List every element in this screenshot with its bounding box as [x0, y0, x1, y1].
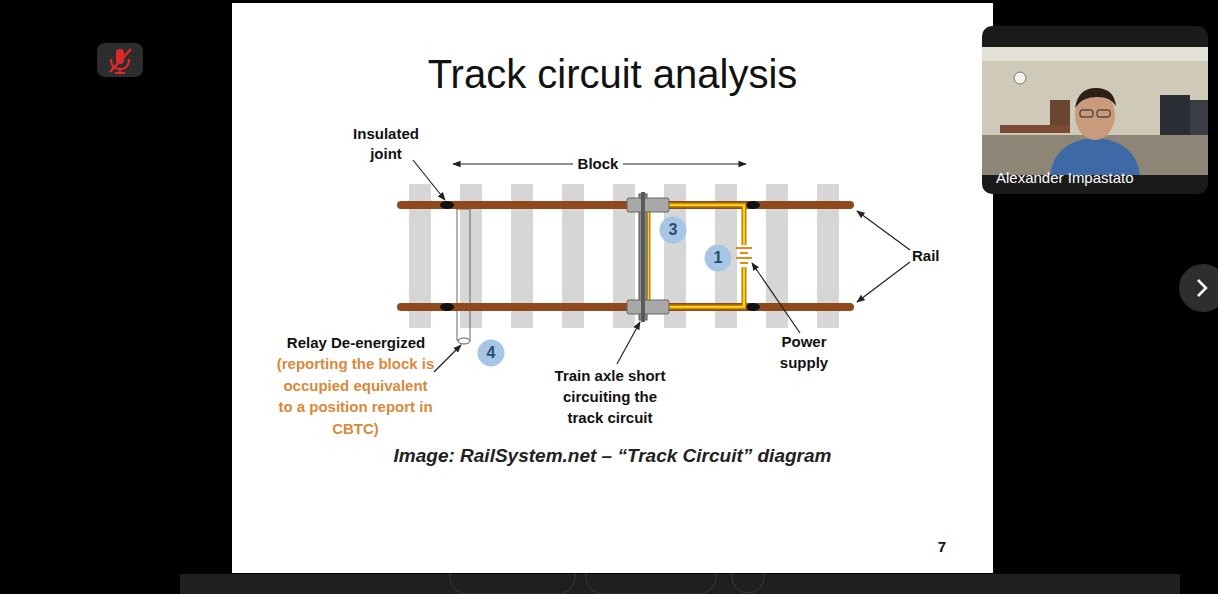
train-axle [641, 192, 645, 322]
callout-circle [478, 340, 505, 367]
callout-note: Train axle short circuiting the track ci… [550, 365, 670, 428]
leader-arrow [752, 263, 800, 333]
callout-number: 1 [704, 244, 732, 272]
leader-arrow [434, 345, 461, 372]
battery-symbol [736, 257, 752, 259]
room-wall [982, 47, 1208, 175]
current-loop [648, 205, 744, 307]
callout-note: Relay De-energized [266, 333, 446, 353]
slide-number: 7 [930, 538, 954, 556]
callout-note: (reporting the block is occupied equival… [275, 353, 436, 439]
train-wheel [627, 300, 669, 314]
video-tile-frame [982, 26, 1208, 194]
next-chevron [1198, 280, 1206, 296]
video-feed [982, 47, 1208, 175]
desk [1000, 125, 1070, 133]
insulated-joint [440, 201, 454, 209]
wall-clock [1014, 72, 1026, 84]
participant-name: Alexander Impastato [996, 169, 1134, 187]
callout-number: 4 [477, 339, 505, 367]
video-tile: Alexander Impastato [982, 26, 1208, 194]
part-label: Power supply [764, 331, 844, 373]
rail [397, 201, 854, 209]
callout-number-text: 1 [714, 249, 723, 267]
battery-symbol [740, 262, 748, 264]
dimension-label: Block [573, 155, 623, 173]
battery-gap [737, 245, 751, 267]
mute-badge [97, 43, 143, 77]
slide-background [232, 3, 993, 573]
monitor [1160, 95, 1190, 135]
callout-circle [660, 217, 687, 244]
next-button [1179, 264, 1218, 312]
callout-number-text: 3 [669, 221, 678, 239]
relay-wire [457, 209, 470, 340]
train-wheel [627, 198, 669, 212]
insulated-joint [746, 303, 760, 311]
person-glasses [1080, 110, 1093, 117]
battery-symbol [740, 252, 748, 254]
leader-arrow [857, 211, 910, 250]
callout-number-text: 4 [487, 344, 496, 362]
callout-circle [705, 245, 732, 272]
insulated-joint [440, 303, 454, 311]
leader-arrow [413, 160, 445, 200]
image-caption: Image: RailSystem.net – “Track Circuit” … [232, 444, 993, 468]
part-label: Insulated joint [336, 124, 436, 164]
part-label: Rail [912, 247, 952, 265]
room-ceiling [982, 47, 1208, 61]
slide-title: Track circuit analysis [232, 50, 993, 98]
toolbar-strip [180, 574, 1180, 594]
battery-symbol [736, 247, 752, 249]
monitor [1190, 100, 1208, 135]
leader-arrow [617, 322, 640, 364]
leader-arrow [857, 262, 910, 302]
dimension-arrow [453, 163, 573, 164]
dimension-arrow [623, 163, 746, 164]
person-glasses [1097, 110, 1110, 117]
rail [397, 303, 854, 311]
current-loop [648, 205, 744, 307]
mute-slash [110, 49, 131, 72]
callout-number: 3 [659, 216, 687, 244]
person-hair [1075, 88, 1116, 108]
relay-symbol [458, 338, 470, 344]
insulated-joint [746, 201, 760, 209]
